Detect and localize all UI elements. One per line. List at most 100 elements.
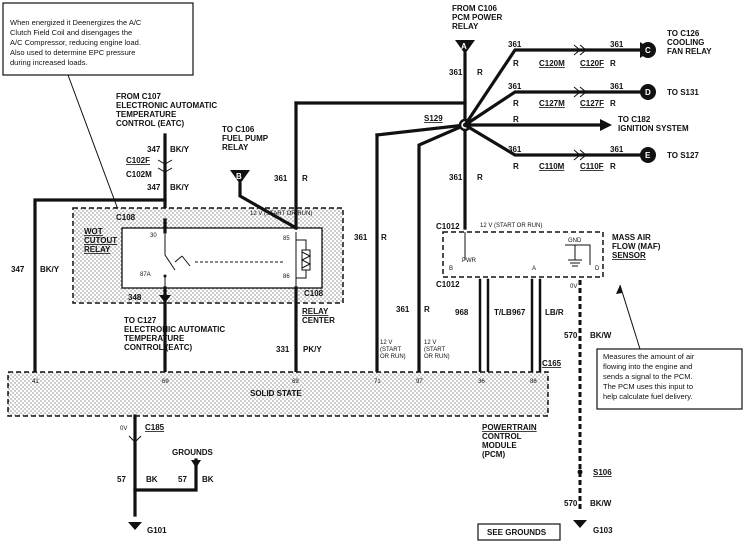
maf-zero-v: 0V: [570, 284, 577, 290]
c110m-connector: C110M: [539, 162, 565, 171]
wire-number: 347: [147, 145, 161, 154]
wot-relay-label: CUTOUT: [84, 236, 117, 245]
note-line: A/C Compressor, reducing engine load.: [10, 38, 141, 47]
pcm-pin: 41: [32, 379, 39, 385]
to-c106-fuel-label: FUEL PUMP: [222, 134, 269, 143]
to-c126-label: TO C126: [667, 29, 700, 38]
note-line: during increased loads.: [10, 58, 88, 67]
maf-label: MASS AIR: [612, 233, 651, 242]
relay-center-label: CENTER: [302, 316, 335, 325]
see-grounds-label: SEE GROUNDS: [487, 528, 547, 537]
from-c106-pcm-label: FROM C106: [452, 4, 497, 13]
from-c106-pcm-label: PCM POWER: [452, 13, 502, 22]
c1012-bot-connector: C1012: [436, 280, 460, 289]
svg-text:When energized it Deenergizes: When energized it Deenergizes the A/CClu…: [10, 18, 142, 67]
pcm-label: CONTROL: [482, 432, 522, 441]
wire-color: BK/Y: [170, 145, 190, 154]
c110f-connector: C110F: [580, 162, 604, 171]
g101-connector: G101: [147, 526, 167, 535]
pcm-label: (PCM): [482, 450, 505, 459]
to-c182-label: TO C182: [618, 115, 651, 124]
wot-relay-label: RELAY: [84, 245, 111, 254]
note-line: When energized it Deenergizes the A/C: [10, 18, 142, 27]
c1012-top-connector: C1012: [436, 222, 460, 231]
maf-pwr: PWR: [462, 258, 477, 264]
relay-center-label: RELAY: [302, 307, 329, 316]
maf-pin: D: [595, 266, 600, 272]
wire-number: 361: [610, 40, 624, 49]
pcm-voltage: 12 V: [424, 340, 436, 346]
to-c106-fuel-label: TO C106: [222, 125, 255, 134]
wire-color: BK/W: [590, 499, 612, 508]
pcm-label: POWERTRAIN: [482, 423, 537, 432]
from-c107-label: TEMPERATURE: [116, 110, 177, 119]
note-line: flowing into the engine and: [603, 362, 692, 371]
wire-number: 361: [508, 40, 522, 49]
wire-color: LB/R: [545, 308, 564, 317]
flag-e: [640, 147, 656, 163]
wire-color: BK/Y: [40, 265, 60, 274]
wire-number: 347: [147, 183, 161, 192]
wire-number: 361: [610, 145, 624, 154]
wire-number: 361: [449, 173, 463, 182]
note-line: Also used to determine EPC pressure: [10, 48, 135, 57]
wire-number: 57: [178, 475, 187, 484]
note-line: Clutch Field Coil and disengages the: [10, 28, 132, 37]
pcm-pin: 97: [416, 379, 423, 385]
pcm-voltage: (START: [424, 347, 445, 353]
pcm-label: MODULE: [482, 441, 517, 450]
pcm-voltage: OR RUN): [380, 354, 406, 360]
wire-number: 570: [564, 499, 578, 508]
to-c126-label: FAN RELAY: [667, 47, 712, 56]
wire-color: R: [477, 68, 483, 77]
relay-voltage: 12 V (START OR RUN): [250, 211, 312, 217]
wire-color: BK: [202, 475, 214, 484]
to-c127-label: TO C127: [124, 316, 157, 325]
to-c127-label: TEMPERATURE: [124, 334, 185, 343]
maf-gnd: GND: [568, 238, 582, 244]
from-c106-pcm-label: RELAY: [452, 22, 479, 31]
to-s131-label: TO S131: [667, 88, 699, 97]
to-c127-label: CONTROL (EATC): [124, 343, 192, 352]
maf-pin: A: [532, 266, 536, 272]
from-c107-label: ELECTRONIC AUTOMATIC: [116, 101, 217, 110]
relay-pin: 87A: [140, 272, 151, 278]
wire-number: 361: [354, 233, 368, 242]
to-c126-label: COOLING: [667, 38, 704, 47]
to-c106-fuel-label: RELAY: [222, 143, 249, 152]
wire-number: 361: [610, 82, 624, 91]
c127f-connector: C127F: [580, 99, 604, 108]
wire-color: R: [610, 162, 616, 171]
flag-a-letter: A: [461, 42, 467, 51]
pcm-voltage: (START: [380, 347, 401, 353]
wire-color: R: [513, 99, 519, 108]
wire-color: R: [513, 115, 519, 124]
maf-label: SENSOR: [612, 251, 646, 260]
c120m-connector: C120M: [539, 59, 565, 68]
to-s127-label: TO S127: [667, 151, 699, 160]
to-c127-label: ELECTRONIC AUTOMATIC: [124, 325, 225, 334]
to-c182-label: IGNITION SYSTEM: [618, 124, 689, 133]
wire-color: R: [513, 162, 519, 171]
note-line: Measures the amount of air: [603, 352, 695, 361]
relay-pin: 86: [283, 274, 290, 280]
wire-color: R: [302, 174, 308, 183]
wot-relay: [121, 227, 323, 289]
c127m-connector: C127M: [539, 99, 565, 108]
wire-color: BK/Y: [170, 183, 190, 192]
pcm-voltage: 12 V: [380, 340, 392, 346]
c185-connector: C185: [145, 423, 165, 432]
c102f-connector: C102F: [126, 156, 150, 165]
wire-number: 361: [274, 174, 288, 183]
wire-number: 968: [455, 308, 469, 317]
pcm-voltage: OR RUN): [424, 354, 450, 360]
